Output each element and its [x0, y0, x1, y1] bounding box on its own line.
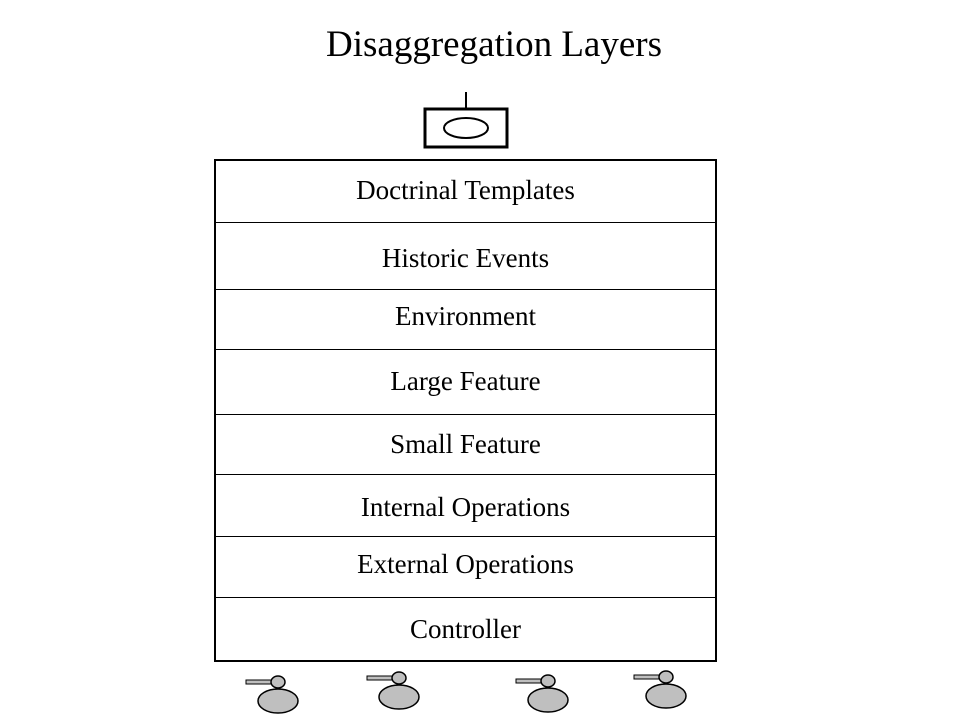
layer-environment: Environment: [216, 290, 715, 350]
tank-icon: [515, 674, 569, 713]
layer-stack: Doctrinal Templates Historic Events Envi…: [214, 159, 717, 662]
diagram-title: Disaggregation Layers: [326, 24, 662, 65]
layer-controller: Controller: [410, 614, 521, 644]
layer-historic-events: Historic Events: [216, 223, 715, 290]
layer-large-feature: Large Feature: [216, 350, 715, 415]
layer-external-operations: External Operations: [216, 537, 715, 598]
tank-icon: [633, 670, 687, 709]
layer-small-feature: Small Feature: [216, 415, 715, 475]
layer-doctrinal-templates: Doctrinal Templates: [216, 161, 715, 223]
unit-symbol-icon: [423, 92, 509, 149]
tank-icon: [366, 671, 420, 710]
tank-icon: [245, 675, 299, 714]
layer-internal-operations: Internal Operations: [216, 475, 715, 537]
